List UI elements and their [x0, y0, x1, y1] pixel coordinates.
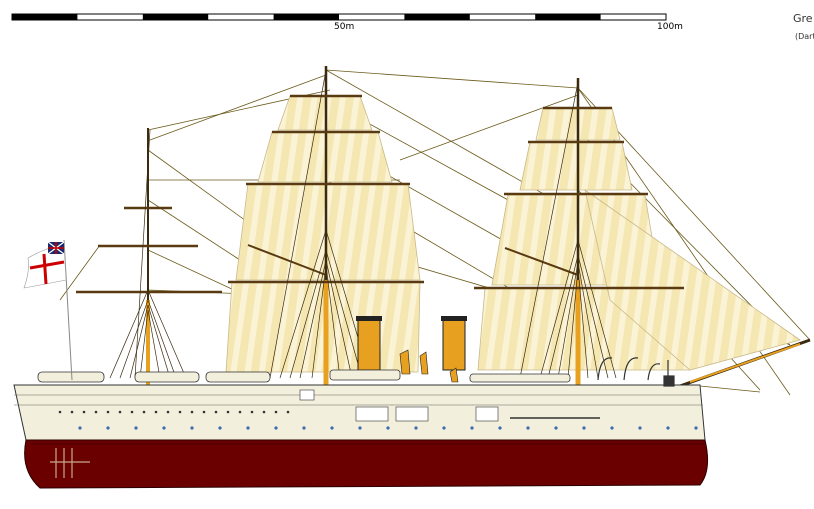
yards: [76, 94, 684, 294]
bowsprit: [679, 338, 811, 393]
hull-lower: [24, 439, 709, 489]
scale-segment: [142, 14, 209, 20]
shroud-nets: [109, 69, 617, 379]
main-mast-sails: [225, 95, 421, 373]
scale-segment: [404, 14, 470, 20]
aft-mast-sails: [477, 107, 801, 371]
white-ensign-flag-icon: [23, 239, 73, 381]
fore-funnel: [357, 317, 381, 371]
scale-label-50m: 50m: [334, 22, 355, 32]
funnels: [356, 316, 467, 383]
scale-segment: [273, 14, 339, 20]
aft-funnel: [442, 317, 466, 371]
scale-segment: [535, 14, 601, 20]
caption-subtitle: (Dart: [795, 32, 814, 41]
scale-label-100m: 100m: [657, 22, 683, 32]
bow-fittings: [597, 357, 675, 387]
scale-segment: [12, 14, 78, 20]
hull-topside: [13, 384, 706, 441]
caption-title: Gre: [793, 12, 813, 25]
masts: [146, 66, 581, 385]
deck-boats: [37, 369, 571, 383]
scale-bar: [11, 13, 667, 21]
